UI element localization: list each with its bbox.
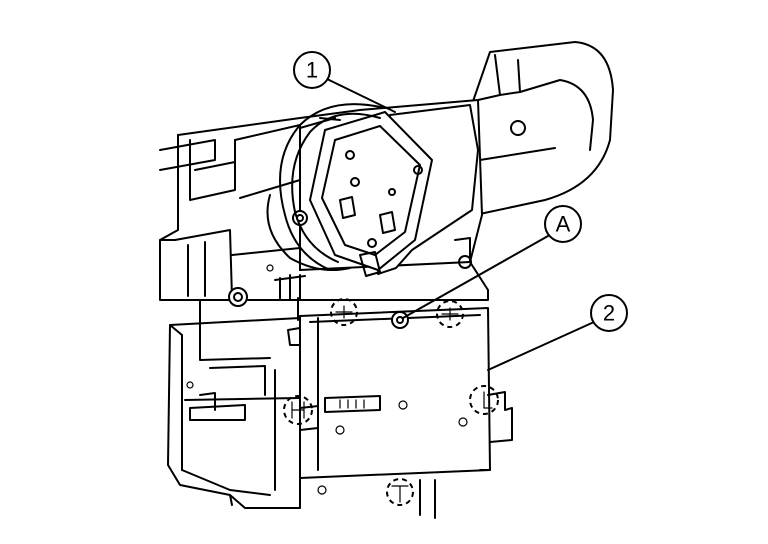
callout-a: A xyxy=(544,205,582,243)
callout-1: 1 xyxy=(293,51,331,89)
callout-2-label: 2 xyxy=(603,301,615,326)
callout-2: 2 xyxy=(590,294,628,332)
callout-1-label: 1 xyxy=(306,58,318,83)
leader-lines xyxy=(324,77,595,371)
duct-housing xyxy=(469,41,614,216)
callout-a-label: A xyxy=(556,212,571,237)
clip-marker xyxy=(283,395,313,425)
clip-marker xyxy=(386,478,414,506)
clip-marker xyxy=(436,300,464,328)
wire-harness xyxy=(266,103,386,271)
control-unit xyxy=(287,307,513,519)
clip-markers xyxy=(283,298,499,506)
lower-housing xyxy=(167,297,301,509)
clip-marker xyxy=(330,298,358,326)
clip-marker xyxy=(469,385,499,415)
mode-door-actuator xyxy=(292,104,479,277)
